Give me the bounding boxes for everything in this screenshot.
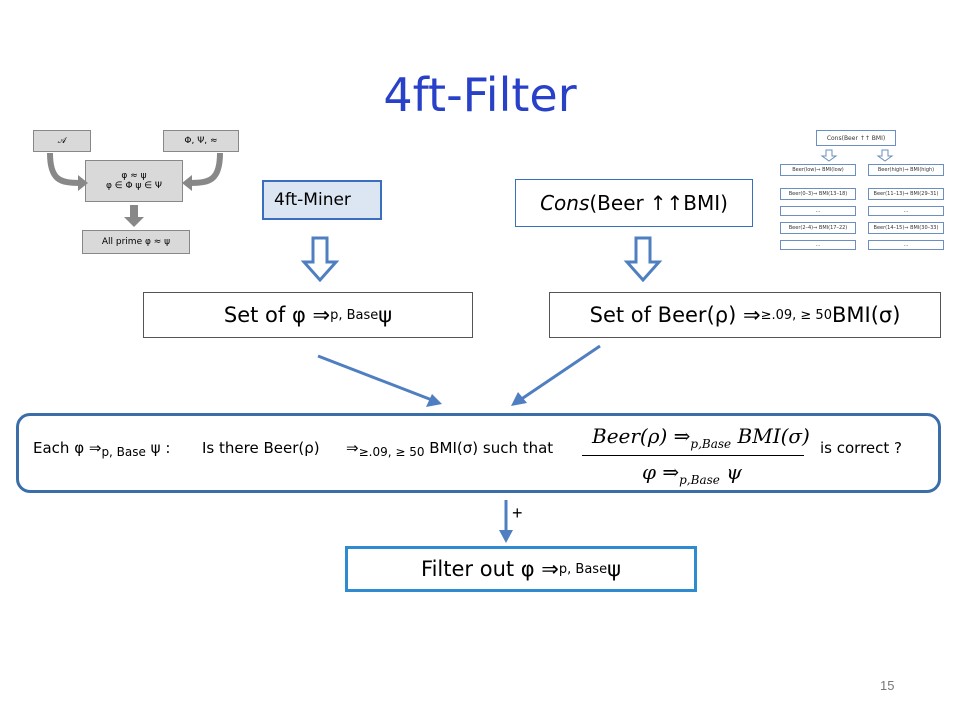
set-beer-suffix: BMI(σ) (831, 303, 901, 327)
thumb-box-result: All prime φ ≈ ψ (82, 230, 190, 254)
question-part1: Each φ ⇒p, Base ψ : (33, 439, 170, 459)
fraction-den-sub: p,Base (679, 473, 720, 487)
question-part3: ⇒≥.09, ≥ 50 BMI(σ) such that (346, 439, 553, 459)
fraction-num-right: BMI(σ) (731, 424, 810, 448)
diag-arrow-left-head (426, 394, 442, 407)
thumb-right-row2-right: Beer(11–13)⇒ BMI(29–31) (868, 188, 944, 200)
set-beer-box: Set of Beer(ρ) ⇒ ≥.09, ≥ 50 BMI(σ) (549, 292, 941, 338)
cons-suffix: BMI) (683, 191, 728, 215)
thumb-right-arrow-left (820, 149, 838, 162)
thumb-right-row5-right: ... (868, 240, 944, 250)
thumb-hypothesis-line2: φ ∈ Φ ψ ∈ Ψ (105, 181, 163, 191)
diag-arrow-right-shaft (519, 344, 601, 402)
cons-box: Cons (Beer ↑↑ BMI) (515, 179, 753, 227)
question-part3-sub: ≥.09, ≥ 50 (358, 445, 425, 459)
thumb-right-arrows (820, 149, 894, 162)
thumb-right-arrow-right (876, 149, 894, 162)
question-part3-end: BMI(σ) such that (424, 439, 554, 457)
filter-box: Filter out φ ⇒ p, Base ψ (345, 546, 697, 592)
thumb-right-row1-right: Beer(high)⇒ BMI(high) (868, 164, 944, 176)
fraction-bar (582, 455, 804, 456)
cons-text: (Beer (589, 191, 644, 215)
question-part3-arrow: ⇒ (346, 439, 359, 457)
set-phi-prefix: Set of φ ⇒ (223, 303, 331, 327)
diag-arrow-right-head (511, 392, 527, 406)
thumb-arrowhead-left (78, 175, 88, 191)
set-phi-box: Set of φ ⇒ p, Base ψ (143, 292, 473, 338)
down-arrow-right-icon (623, 236, 663, 282)
thumb-box-data: 𝒜 (33, 130, 91, 152)
right-thumbnail-diagram: Cons(Beer ↑↑ BMI) Beer(low)⇒ BMI(low) Be… (778, 130, 948, 265)
filter-sub: p, Base (558, 561, 608, 577)
thumb-right-row4-left: Beer(2–4)⇒ BMI(17–22) (780, 222, 856, 234)
set-phi-sub: p, Base (330, 307, 379, 323)
question-part1-end: ψ : (145, 439, 171, 457)
fraction-denominator: φ ⇒p,Base ψ (642, 460, 742, 487)
set-phi-suffix: ψ (378, 303, 393, 327)
thumb-curve-arrow-left (47, 152, 81, 186)
thumb-hypothesis-line1: φ ≈ ψ (121, 171, 147, 181)
question-part1-text: Each φ ⇒ (33, 439, 102, 457)
thumb-arrowhead-right (182, 175, 192, 191)
cons-arrows: ↑↑ (649, 191, 684, 215)
filter-suffix: ψ (607, 557, 621, 581)
thumb-right-row5-left: ... (780, 240, 856, 250)
thumb-right-row3-right: ... (868, 206, 944, 216)
thumb-right-top: Cons(Beer ↑↑ BMI) (816, 130, 896, 146)
thumb-arrows (47, 152, 223, 227)
question-part2: Is there Beer(ρ) (202, 439, 320, 457)
miner-label: 4ft-Miner (274, 190, 351, 210)
down-arrow-left-icon (300, 236, 340, 282)
thumb-right-row1-left: Beer(low)⇒ BMI(low) (780, 164, 856, 176)
cons-prefix: Cons (540, 191, 590, 215)
thumb-down-arrowhead (124, 217, 144, 227)
diag-arrow-left-shaft (317, 354, 433, 402)
plus-arrow-head (499, 530, 513, 543)
thumb-box-sets: Φ, Ψ, ≈ (163, 130, 239, 152)
question-part4: is correct ? (820, 439, 903, 457)
miner-label-box: 4ft-Miner (262, 180, 382, 220)
plus-sign: + (512, 503, 523, 523)
thumb-curve-arrow-right (189, 152, 223, 186)
question-part1-sub: p, Base (101, 445, 146, 459)
fraction-num-left: Beer(ρ) ⇒ (592, 424, 691, 448)
fraction-numerator: Beer(ρ) ⇒p,Base BMI(σ) (592, 424, 810, 451)
page-number: 15 (880, 678, 895, 693)
question-box (16, 413, 941, 493)
slide-title: 4ft-Filter (383, 68, 577, 122)
thumb-right-row4-right: Beer(14–15)⇒ BMI(30–33) (868, 222, 944, 234)
fraction-num-sub: p,Base (690, 437, 732, 451)
filter-prefix: Filter out φ ⇒ (421, 557, 559, 581)
fraction-den-left: φ ⇒ (642, 460, 680, 484)
left-thumbnail-diagram: 𝒜 Φ, Ψ, ≈ φ ≈ ψ φ ∈ Φ ψ ∈ Ψ All prime φ … (30, 125, 245, 260)
set-beer-prefix: Set of Beer(ρ) ⇒ (589, 303, 761, 327)
set-beer-sub: ≥.09, ≥ 50 (760, 307, 832, 323)
thumb-right-row3-left: ... (780, 206, 856, 216)
fraction-den-right: ψ (719, 460, 742, 484)
thumb-right-row2-left: Beer(0–3)⇒ BMI(13–18) (780, 188, 856, 200)
thumb-down-arrow-shaft (130, 205, 138, 217)
